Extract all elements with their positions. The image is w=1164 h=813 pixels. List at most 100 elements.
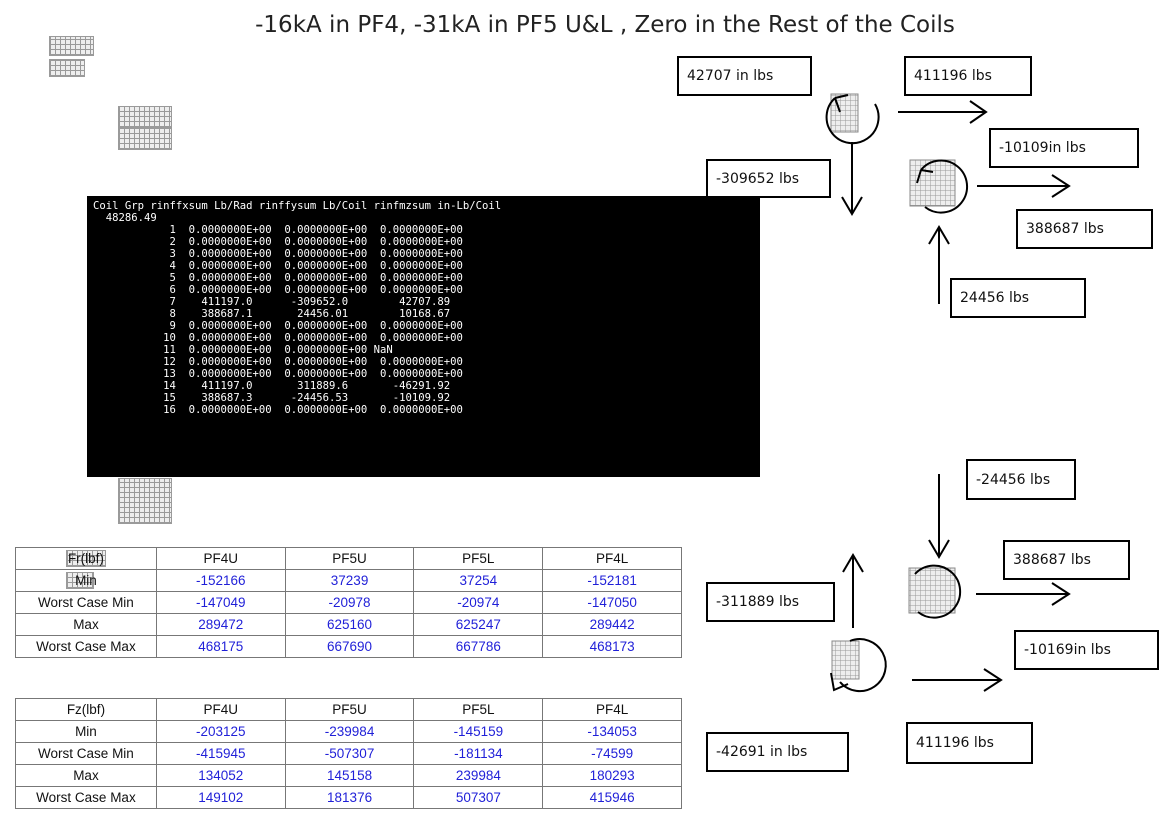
column-header: PF4U: [155, 547, 286, 570]
fr-corner-header: Fr(lbf): [15, 547, 157, 570]
fz-table: Fz(lbf) PF4U PF5U PF5L PF4L Min -203125 …: [15, 698, 682, 809]
table-cell: 289442: [542, 613, 682, 636]
coil-pf5u: [909, 159, 956, 207]
terminal-row: 11 0.0000000E+00 0.0000000E+00 NaN: [93, 344, 393, 356]
moment-arrow-pf5u: [916, 159, 969, 214]
terminal-row: 9 0.0000000E+00 0.0000000E+00 0.0000000E…: [93, 320, 463, 332]
table-cell: 134052: [155, 764, 286, 787]
terminal-row: 15 388687.3 -24456.53 -10109.92: [93, 392, 451, 404]
hatch-fragment: [49, 59, 85, 77]
radial-arrow-pf5u: [977, 174, 1071, 198]
row-header: Min: [15, 720, 157, 743]
table-cell: 468173: [542, 635, 682, 658]
radial-arrow-pf4u: [898, 100, 988, 124]
row-header: Max: [15, 613, 157, 636]
hatch-fragment: [118, 478, 172, 524]
table-cell: 37239: [284, 569, 415, 592]
table-header-row: Fz(lbf) PF4U PF5U PF5L PF4L: [15, 698, 682, 721]
table-row: Min -203125 -239984 -145159 -134053: [15, 720, 682, 743]
table-cell: 289472: [155, 613, 286, 636]
table-row: Max 134052 145158 239984 180293: [15, 764, 682, 787]
moment-arrow-pf4l: [830, 638, 887, 693]
table-cell: 667786: [413, 635, 544, 658]
table-cell: 37254: [413, 569, 544, 592]
label-moment-pf5l: -10169in lbs: [1014, 630, 1159, 670]
table-cell: 415946: [542, 786, 682, 809]
row-header: Worst Case Max: [15, 786, 157, 809]
table-row: Min -152166 37239 37254 -152181: [15, 569, 682, 592]
table-cell: -74599: [542, 742, 682, 765]
terminal-row: 7 411197.0 -309652.0 42707.89: [93, 296, 451, 308]
table-cell: -152181: [542, 569, 682, 592]
table-cell: -147050: [542, 591, 682, 614]
page-title: -16kA in PF4, -31kA in PF5 U&L , Zero in…: [255, 12, 955, 38]
table-cell: -145159: [413, 720, 544, 743]
label-fr-pf5u: 388687 lbs: [1016, 209, 1153, 249]
moment-arrow-pf5l: [914, 564, 962, 619]
fr-corner-label: Fr(lbf): [67, 551, 104, 566]
label-fz-pf4u: -309652 lbs: [706, 159, 831, 198]
table-cell: 239984: [413, 764, 544, 787]
table-cell: -507307: [284, 742, 415, 765]
hatch-fragment: [118, 128, 172, 150]
radial-arrow-pf4l: [912, 668, 1003, 692]
coil-pf4l: [831, 640, 860, 680]
label-fz-pf5u: 24456 lbs: [950, 278, 1086, 318]
terminal-row: 10 0.0000000E+00 0.0000000E+00 0.0000000…: [93, 332, 463, 344]
label-fz-pf4l: -311889 lbs: [706, 582, 835, 622]
table-cell: -147049: [155, 591, 286, 614]
table-cell: -20974: [413, 591, 544, 614]
row-header: Worst Case Min: [15, 591, 157, 614]
hatch-fragment: [49, 36, 94, 56]
table-row: Worst Case Max 149102 181376 507307 4159…: [15, 786, 682, 809]
label-fr-pf4l: 411196 lbs: [906, 722, 1033, 764]
row-header: Worst Case Max: [15, 635, 157, 658]
table-header-row: Fr(lbf) PF4U PF5U PF5L PF4L: [15, 547, 682, 570]
table-cell: 468175: [155, 635, 286, 658]
terminal-row: 1 0.0000000E+00 0.0000000E+00 0.0000000E…: [93, 224, 463, 236]
table-row: Worst Case Max 468175 667690 667786 4681…: [15, 635, 682, 658]
moment-arrow-pf4u: [825, 94, 880, 145]
table-cell: 667690: [284, 635, 415, 658]
label-fr-pf4u: 411196 lbs: [904, 56, 1032, 96]
column-header: PF5U: [284, 698, 415, 721]
table-row: Worst Case Min -415945 -507307 -181134 -…: [15, 742, 682, 765]
row-label: Min: [75, 573, 97, 588]
table-cell: 625247: [413, 613, 544, 636]
table-cell: 625160: [284, 613, 415, 636]
table-cell: 145158: [284, 764, 415, 787]
column-header: PF4U: [155, 698, 286, 721]
hatch-fragment: [118, 106, 172, 128]
column-header: PF4L: [542, 698, 682, 721]
hatch-fragment: [66, 572, 94, 589]
column-header: PF5U: [284, 547, 415, 570]
terminal-row: 12 0.0000000E+00 0.0000000E+00 0.0000000…: [93, 356, 463, 368]
table-cell: 180293: [542, 764, 682, 787]
terminal-row: 3 0.0000000E+00 0.0000000E+00 0.0000000E…: [93, 248, 463, 260]
table-cell: -415945: [155, 742, 286, 765]
table-cell: -152166: [155, 569, 286, 592]
terminal-row: 4 0.0000000E+00 0.0000000E+00 0.0000000E…: [93, 260, 463, 272]
label-moment-pf4l: -42691 in lbs: [706, 732, 849, 772]
table-row: Max 289472 625160 625247 289442: [15, 613, 682, 636]
terminal-row: 16 0.0000000E+00 0.0000000E+00 0.0000000…: [93, 404, 463, 416]
row-header: Min: [15, 569, 157, 592]
fr-table: Fr(lbf) PF4U PF5U PF5L PF4L Min -152166 …: [15, 547, 682, 658]
column-header: PF5L: [413, 547, 544, 570]
table-cell: -239984: [284, 720, 415, 743]
hatch-fragment: [66, 550, 106, 567]
table-row: Worst Case Min -147049 -20978 -20974 -14…: [15, 591, 682, 614]
terminal-row: 2 0.0000000E+00 0.0000000E+00 0.0000000E…: [93, 236, 463, 248]
table-cell: 149102: [155, 786, 286, 809]
terminal-header: Coil Grp rinffxsum Lb/Rad rinffysum Lb/C…: [93, 200, 502, 212]
terminal-row: 5 0.0000000E+00 0.0000000E+00 0.0000000E…: [93, 272, 463, 284]
label-moment-pf5u: -10109in lbs: [989, 128, 1139, 168]
terminal-row: 6 0.0000000E+00 0.0000000E+00 0.0000000E…: [93, 284, 463, 296]
table-cell: -181134: [413, 742, 544, 765]
row-header: Worst Case Min: [15, 742, 157, 765]
label-fr-pf5l: 388687 lbs: [1003, 540, 1130, 580]
terminal-row: 8 388687.1 24456.01 10168.67: [93, 308, 451, 320]
label-moment-pf4u: 42707 in lbs: [677, 56, 812, 96]
radial-arrow-pf5l: [976, 582, 1071, 606]
